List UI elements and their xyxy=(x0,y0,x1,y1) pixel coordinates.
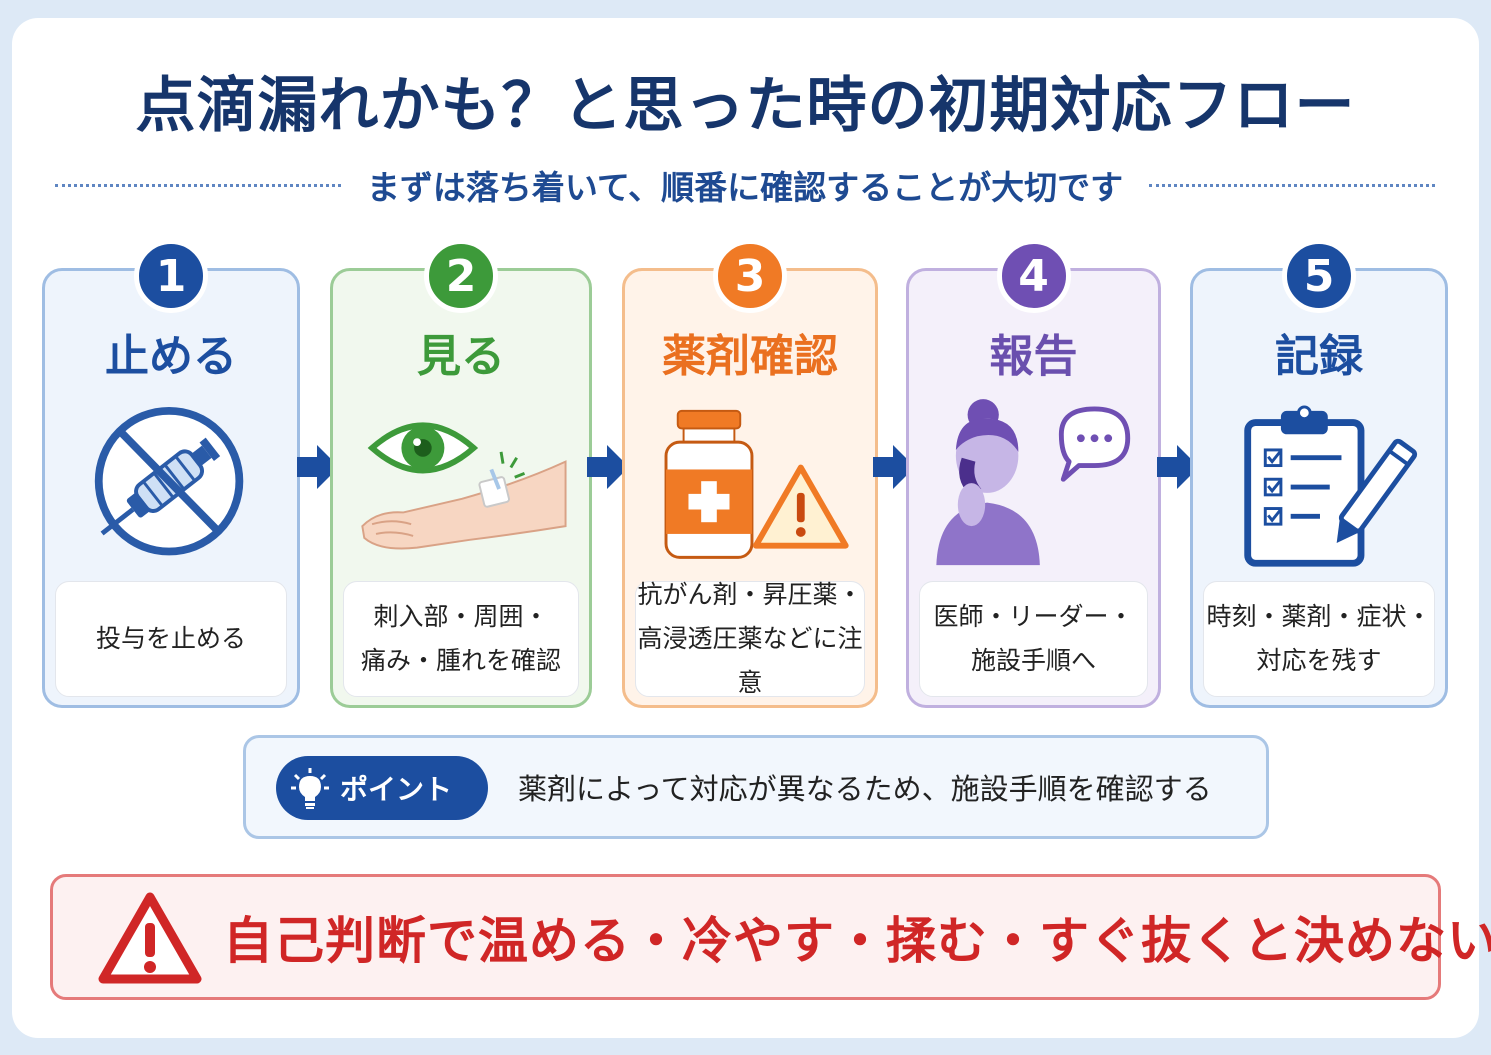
description-line: 対応を残す xyxy=(1256,646,1382,675)
flow-arrow-icon xyxy=(1157,445,1199,489)
description-line: 投与を止める xyxy=(95,624,246,653)
point-label: ポイント xyxy=(340,773,453,806)
warning-triangle-icon xyxy=(98,892,202,984)
step-description: 投与を止める xyxy=(55,581,287,697)
step-number-badge: 1 xyxy=(134,239,208,313)
step-description: 時刻・薬剤・症状・ 対応を残す xyxy=(1203,581,1435,697)
step-card-stop: 1 止める 投与を止める xyxy=(42,239,300,708)
no-iv-pump-icon xyxy=(94,406,244,556)
clipboard-checklist-icon xyxy=(1244,405,1418,567)
step-card-check-drug: 3 薬剤確認 抗がん剤・昇圧薬・ 高浸透圧薬などに注意 xyxy=(622,239,878,708)
warning-callout: 自己判断で温める・冷やす・揉む・すぐ抜くと決めない xyxy=(50,874,1491,1000)
description-line: 施設手順へ xyxy=(970,646,1096,675)
step-description: 医師・リーダー・ 施設手順へ xyxy=(919,581,1148,697)
step-number-badge: 3 xyxy=(713,239,787,313)
step-title: 薬剤確認 xyxy=(662,331,838,382)
subtitle-row: まずは落ち着いて、順番に確認することが大切です xyxy=(55,162,1435,208)
description-line: 時刻・薬剤・症状・ xyxy=(1206,602,1432,631)
step-description: 刺入部・周囲・ 痛み・腫れを確認 xyxy=(343,581,579,697)
dotted-divider-left xyxy=(55,183,341,187)
point-label-pill: ポイント xyxy=(276,756,488,820)
step-card-look: 2 見る 刺入部・周囲・ 痛み・腫れを確認 xyxy=(330,239,592,708)
point-callout: ポイント 薬剤によって対応が異なるため、施設手順を確認する xyxy=(243,735,1269,839)
step-title: 記録 xyxy=(1275,331,1363,382)
step-description: 抗がん剤・昇圧薬・ 高浸透圧薬などに注意 xyxy=(635,580,865,697)
step-title: 止める xyxy=(105,331,237,382)
step-number-badge: 2 xyxy=(424,239,498,313)
subtitle: まずは落ち着いて、順番に確認することが大切です xyxy=(366,168,1124,207)
flow-arrow-icon xyxy=(587,445,629,489)
point-text: 薬剤によって対応が異なるため、施設手順を確認する xyxy=(518,772,1212,806)
step-number-badge: 4 xyxy=(996,239,1071,313)
description-line: 抗がん剤・昇圧薬・ xyxy=(637,580,863,609)
dotted-divider-right xyxy=(1149,183,1435,187)
lightbulb-icon xyxy=(291,768,329,809)
description-line: 医師・リーダー・ xyxy=(933,602,1134,631)
flow-arrow-icon xyxy=(873,445,915,489)
description-line: 高浸透圧薬などに注意 xyxy=(637,624,863,697)
step-card-report: 4 報告 医師・リーダー・ 施設手順へ xyxy=(906,239,1161,708)
flow-arrow-icon xyxy=(297,445,339,489)
step-card-record: 5 記録 時刻・薬剤・症状・ 対応を残す xyxy=(1190,239,1448,708)
page-title: 点滴漏れかも？と思った時の初期対応フロー xyxy=(135,71,1356,141)
warning-text: 自己判断で温める・冷やす・揉む・すぐ抜くと決めない xyxy=(223,912,1491,970)
description-line: 刺入部・周囲・ xyxy=(373,602,549,631)
step-number-badge: 5 xyxy=(1282,239,1356,313)
nurse-phone-call-icon xyxy=(936,399,1131,566)
eye-and-arm-icon xyxy=(361,422,567,550)
step-title: 報告 xyxy=(989,331,1078,382)
medicine-bottle-warning-icon xyxy=(664,409,849,559)
description-line: 痛み・腫れを確認 xyxy=(360,646,561,675)
step-title: 見る xyxy=(417,331,505,382)
